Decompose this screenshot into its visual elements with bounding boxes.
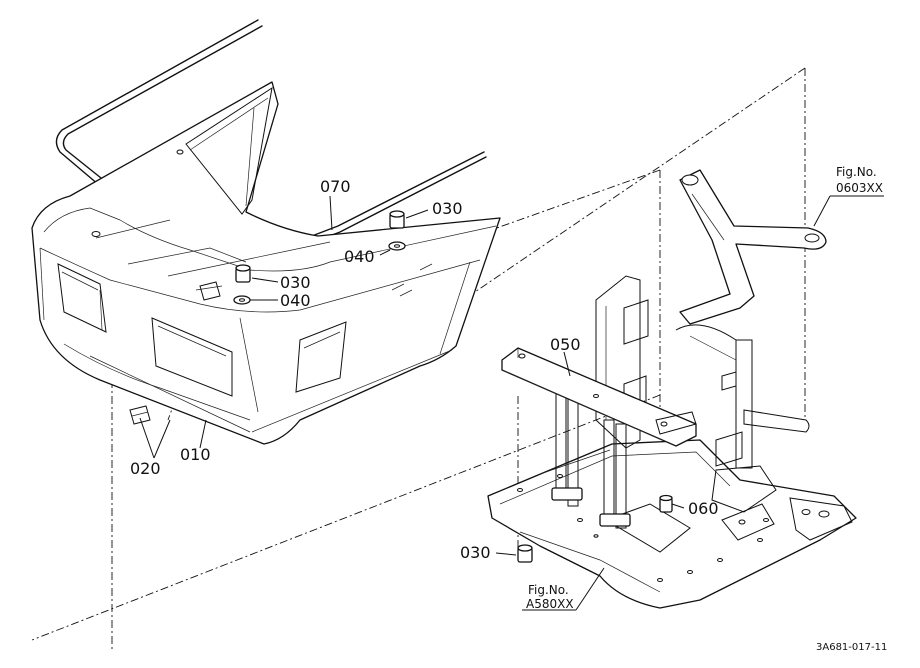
part-labels: 070 030 040 030 040 010 020 050 060 030 [130, 177, 719, 562]
label-070: 070 [320, 177, 351, 196]
fig-ref-bottom-value: A580XX [526, 597, 574, 611]
fig-ref-top-value: 0603XX [836, 181, 883, 195]
base-frame [487, 169, 857, 609]
label-060: 060 [688, 499, 719, 518]
label-040-right: 040 [344, 247, 375, 266]
part-050-support-beam [501, 347, 697, 447]
label-030-center: 030 [280, 273, 311, 292]
label-030-top: 030 [432, 199, 463, 218]
drawing-id: 3A681-017-11 [816, 642, 887, 653]
fig-ref-top-label: Fig.No. [836, 165, 877, 179]
fig-ref-bottom-label: Fig.No. [528, 583, 569, 597]
label-020: 020 [130, 459, 161, 478]
label-050: 050 [550, 335, 581, 354]
label-040-center: 040 [280, 291, 311, 310]
figure-references: Fig.No. 0603XX Fig.No. A580XX [526, 165, 883, 611]
leader-lines [139, 195, 884, 611]
label-010: 010 [180, 445, 211, 464]
hardware-bumper [233, 210, 406, 305]
part-010-front-bumper [31, 81, 501, 445]
hardware-frame [517, 494, 673, 563]
label-030-bottom: 030 [460, 543, 491, 562]
